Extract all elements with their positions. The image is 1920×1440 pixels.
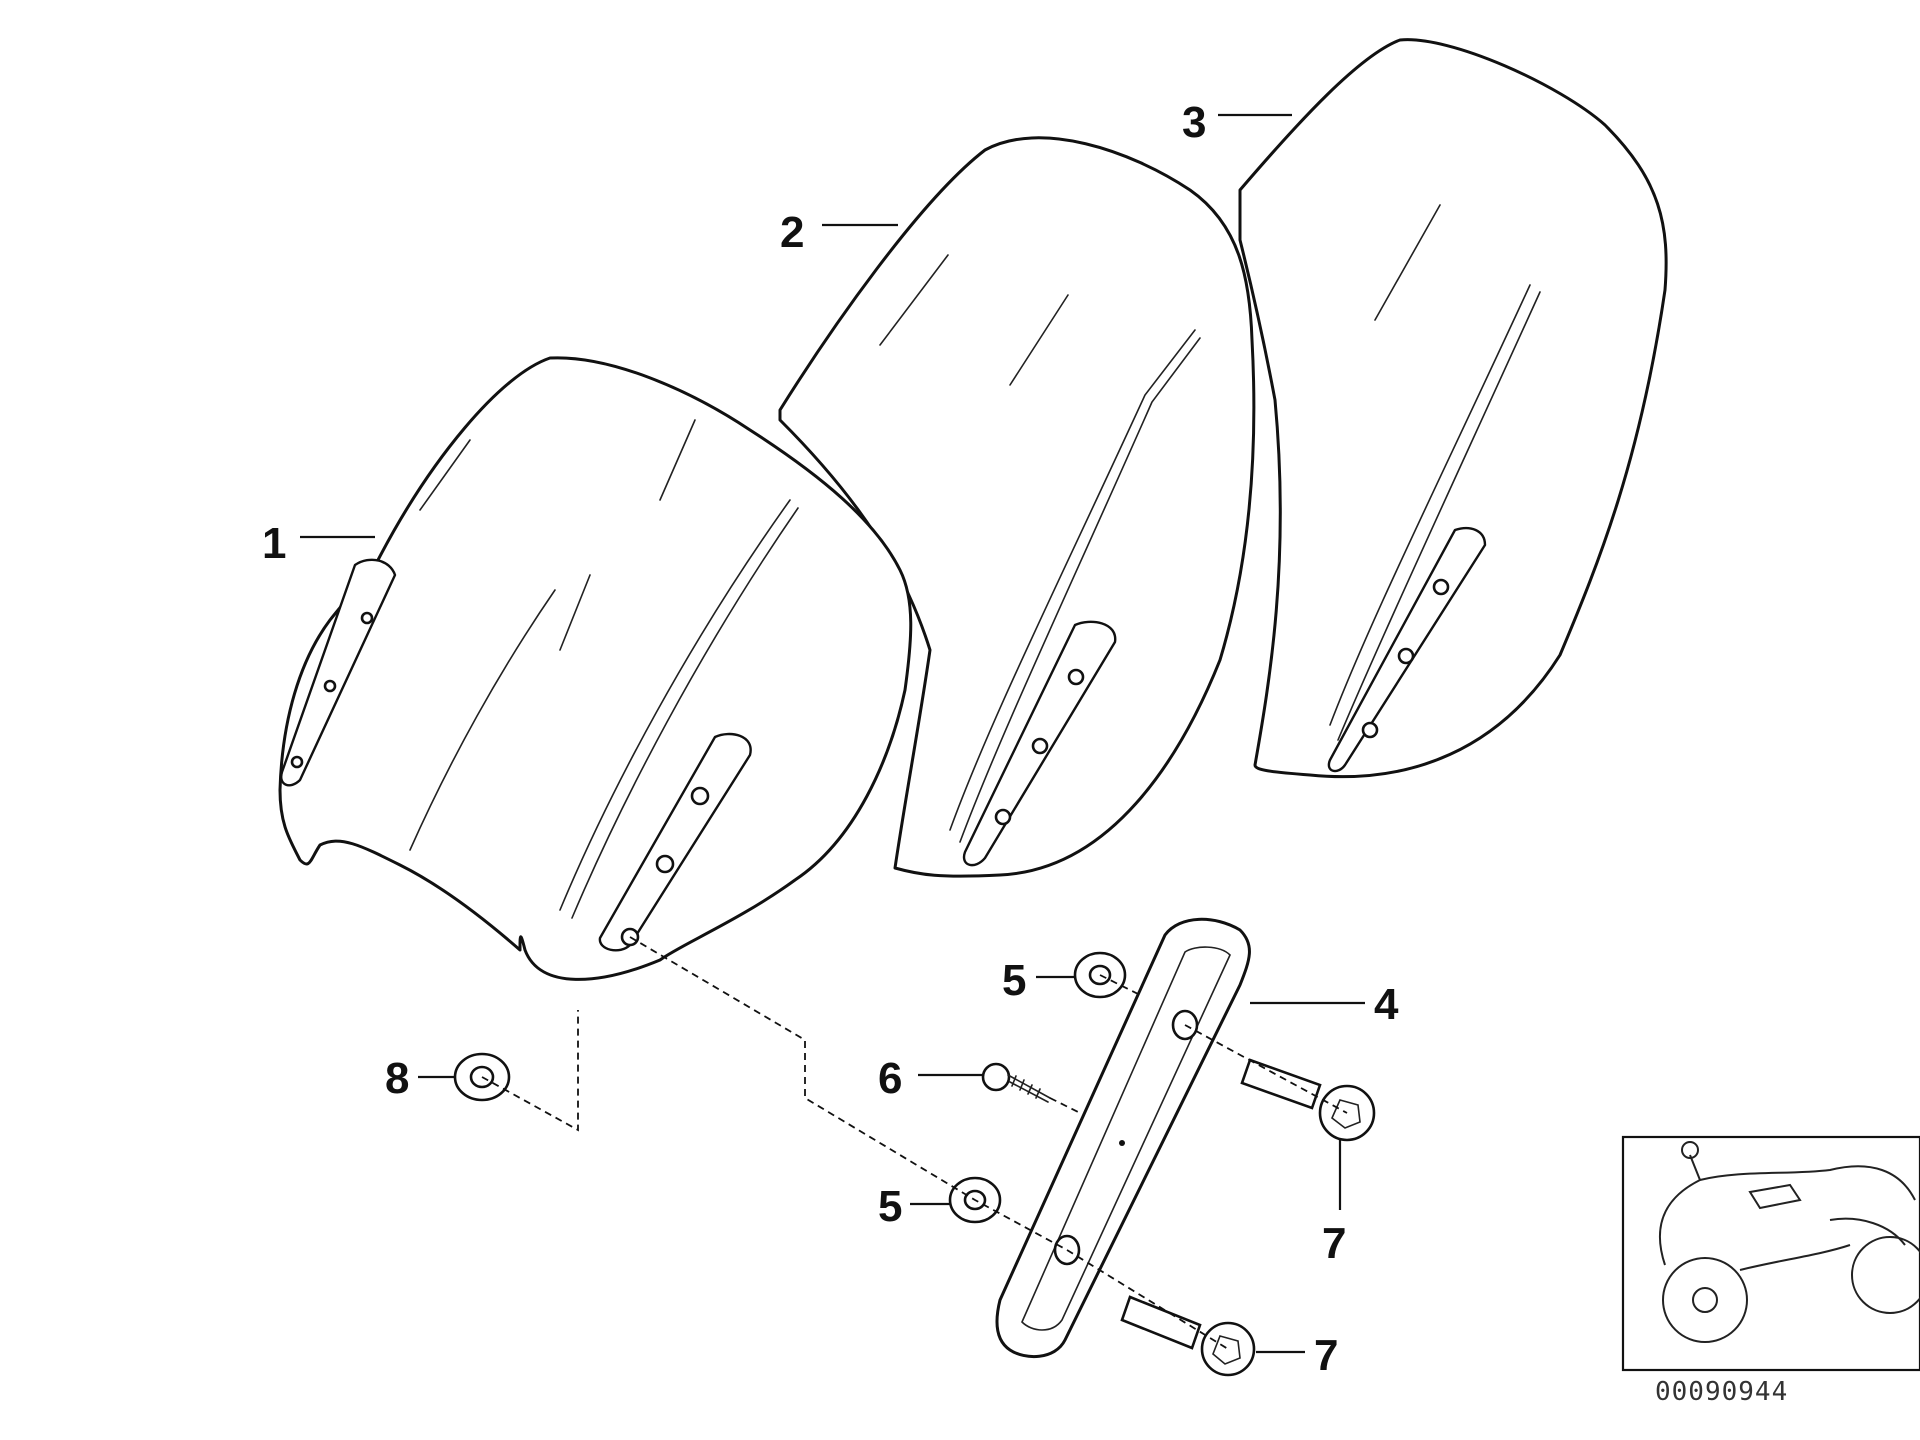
windshield-3 xyxy=(1238,38,1668,779)
callout-1: 1 xyxy=(262,519,286,568)
callout-3: 3 xyxy=(1182,98,1206,147)
callout-8: 8 xyxy=(385,1054,409,1103)
bolt-7-lower xyxy=(1120,1295,1256,1377)
diagram-code: 00090944 xyxy=(1655,1377,1788,1407)
windshield-2 xyxy=(778,136,1256,878)
callout-5-upper: 5 xyxy=(1002,956,1026,1005)
bolt-7-upper xyxy=(1240,1058,1376,1142)
callout-5-lower: 5 xyxy=(878,1182,902,1231)
leader-lines xyxy=(300,113,1365,1354)
callout-2: 2 xyxy=(780,208,804,257)
motorcycle-thumbnail xyxy=(1621,1135,1920,1372)
callout-6: 6 xyxy=(878,1054,902,1103)
windshield-1 xyxy=(278,356,913,981)
assembly-lines xyxy=(481,936,1348,1350)
motorcycle-icon xyxy=(1659,1141,1920,1343)
callout-7-upper: 7 xyxy=(1322,1219,1346,1268)
callout-labels: 1 2 3 4 5 6 5 7 7 8 xyxy=(262,98,1399,1380)
callout-7-lower: 7 xyxy=(1314,1331,1338,1380)
callout-4: 4 xyxy=(1374,980,1399,1029)
screw-6 xyxy=(981,1062,1051,1103)
